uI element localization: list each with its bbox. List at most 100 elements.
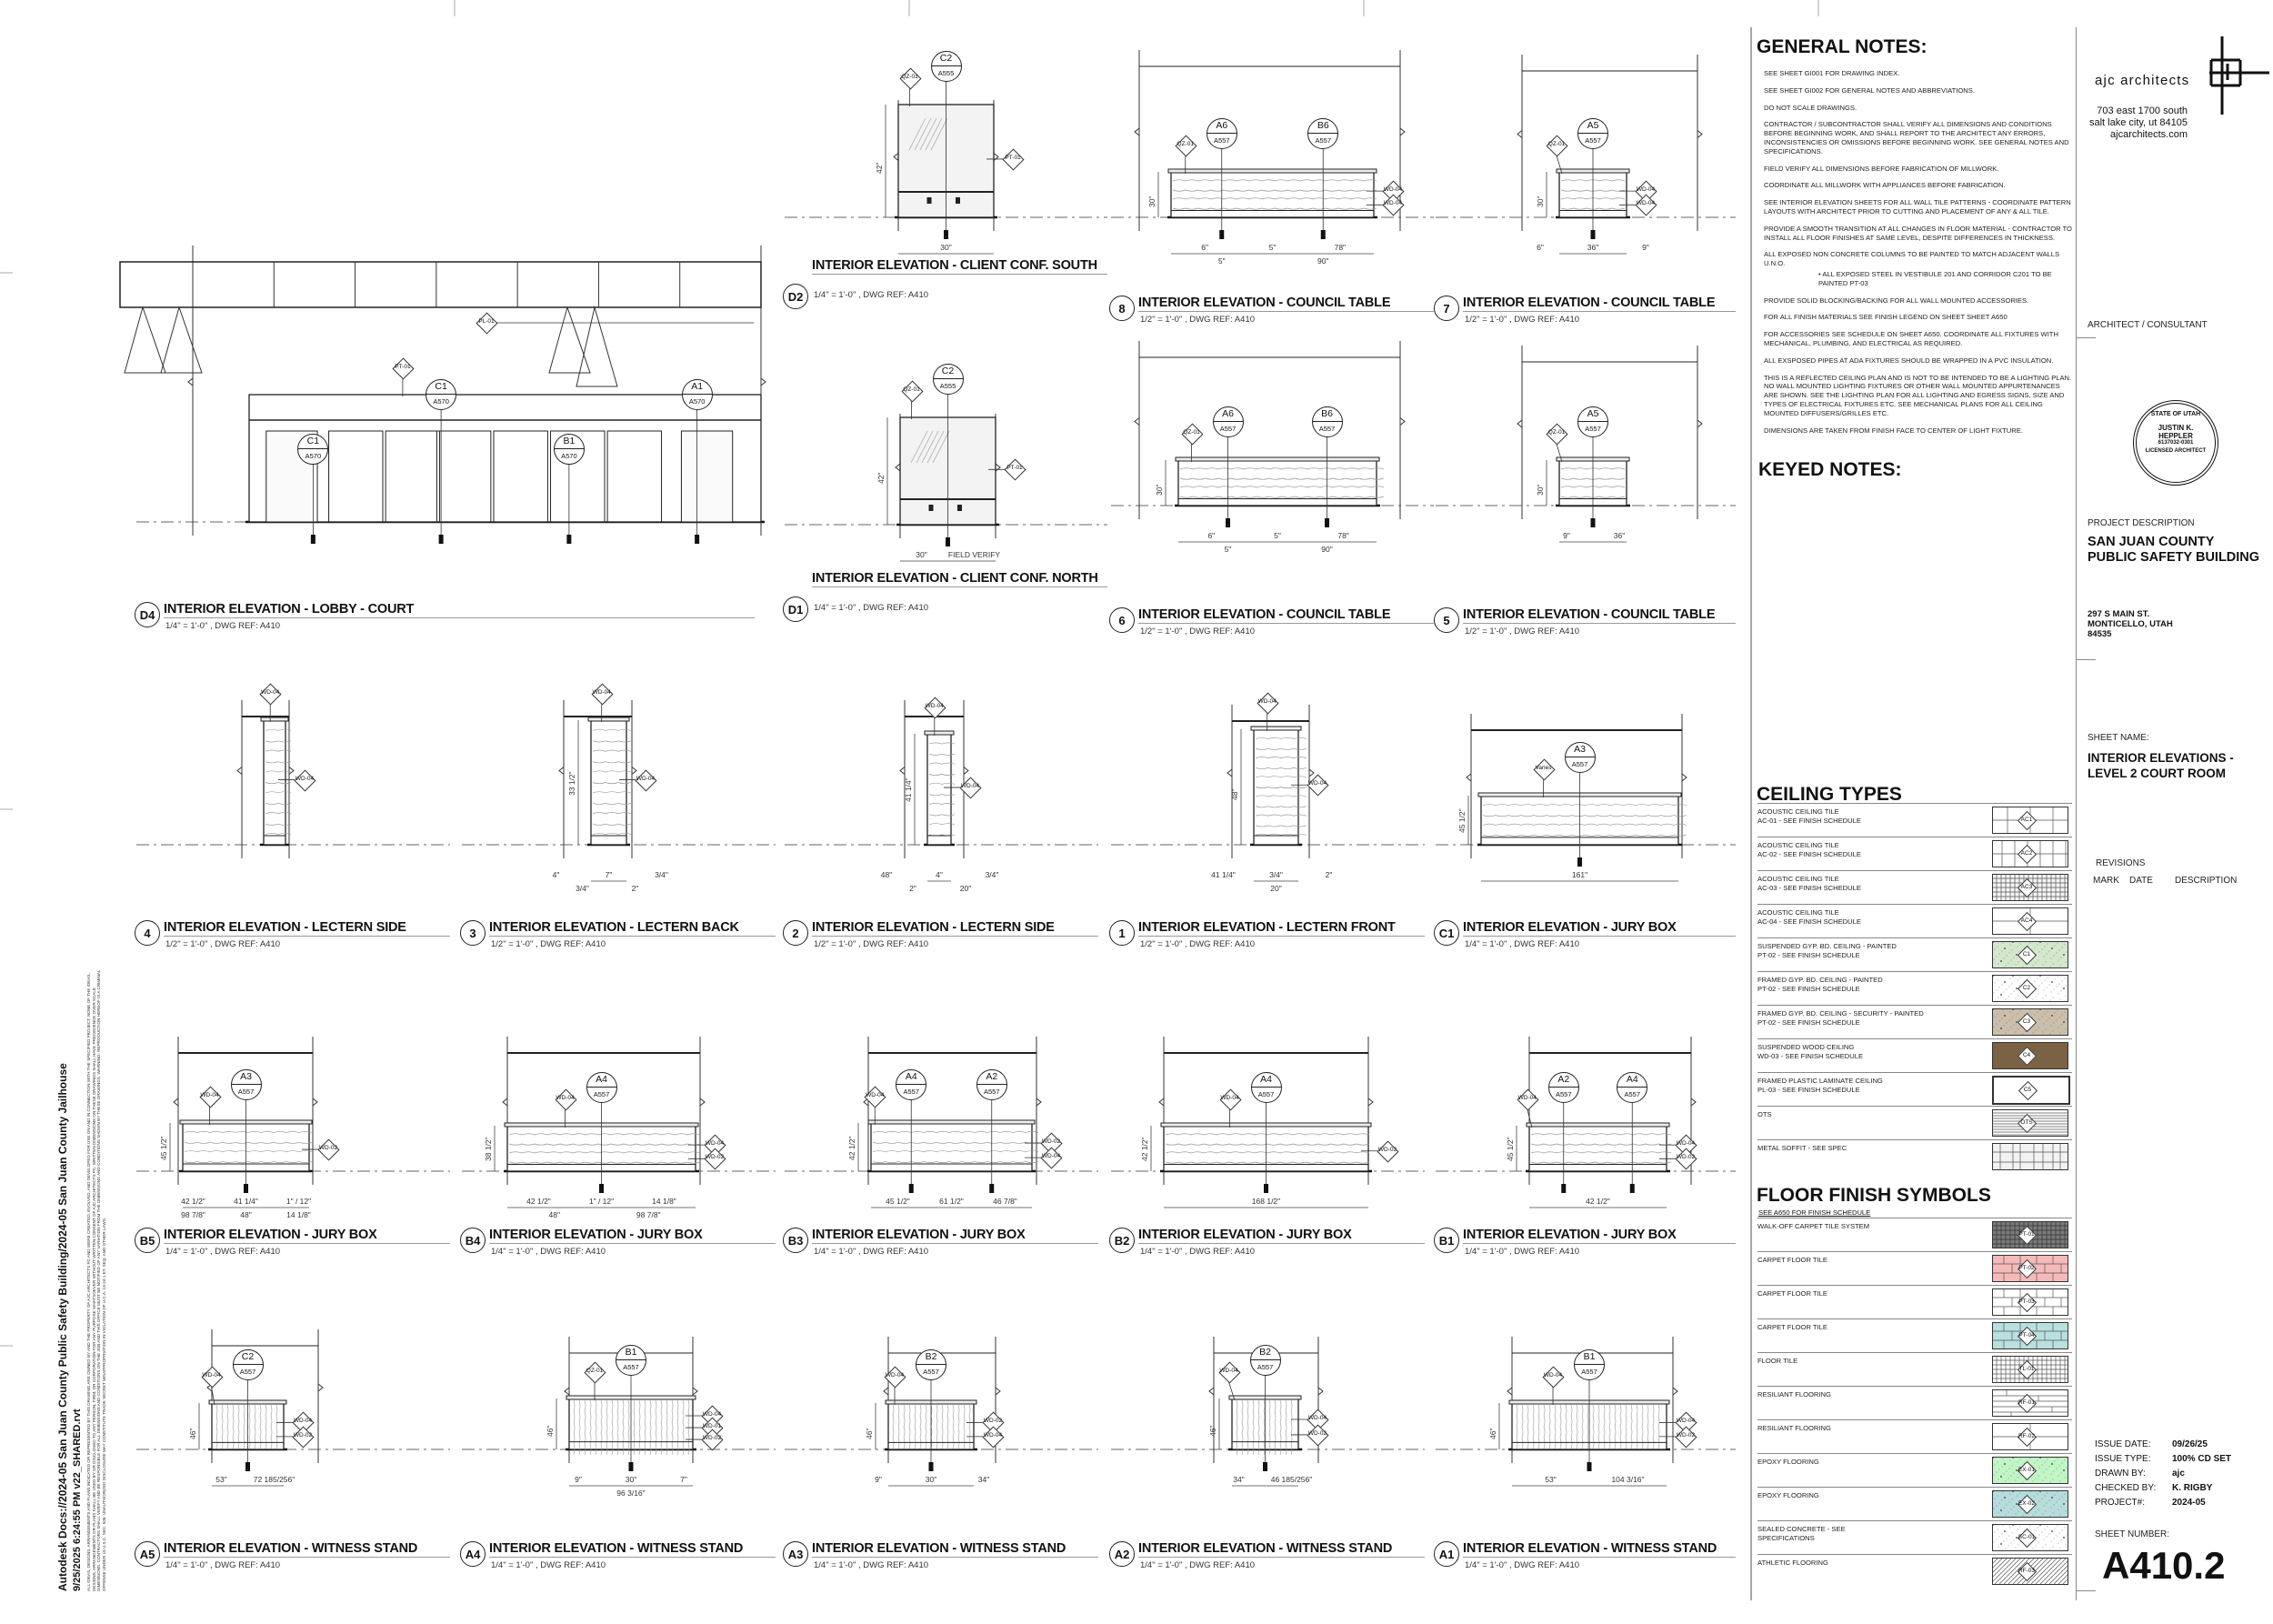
view-scale: 1/2" = 1'-0" , DWG REF: A410 bbox=[165, 939, 281, 949]
material-tag: WD-02 bbox=[1307, 1424, 1329, 1447]
legend-code: C1 bbox=[2022, 951, 2031, 957]
callout-marker bbox=[1226, 518, 1230, 527]
material-tag: WD-04 bbox=[1040, 1147, 1063, 1169]
dimension-label: 72 185/256" bbox=[252, 1475, 296, 1484]
general-note-item: CONTRACTOR / SUBCONTRACTOR SHALL VERIFY … bbox=[1764, 120, 2069, 155]
wood-grain bbox=[265, 782, 292, 785]
callout-sheet-ref: A557 bbox=[1585, 425, 1601, 433]
legend-swatch: C4 bbox=[1992, 1042, 2068, 1069]
wood-grain bbox=[184, 1161, 313, 1163]
countertop bbox=[1250, 726, 1302, 731]
material-code: WD-04 bbox=[866, 1092, 885, 1098]
wood-grain bbox=[1172, 207, 1377, 210]
general-note-item: SEE SHEET GI001 FOR DRAWING INDEX. bbox=[1764, 69, 1900, 77]
legend-swatch: EX-02 bbox=[1992, 1490, 2068, 1518]
callout-sheet-ref: A557 bbox=[237, 1088, 255, 1096]
dimension-label: 6" bbox=[1207, 531, 1217, 540]
wood-grain bbox=[592, 823, 632, 826]
tag-leader bbox=[1228, 1381, 1236, 1401]
callout-sheet-ref: A557 bbox=[1571, 760, 1588, 768]
dimension-label: 9" bbox=[1641, 243, 1650, 252]
countertop bbox=[924, 730, 955, 736]
legend-swatch: PT-04 bbox=[1992, 1322, 2068, 1349]
callout-detail-number: A6 bbox=[1213, 407, 1243, 422]
millwork-body bbox=[263, 719, 286, 846]
tag-leader bbox=[1527, 1108, 1533, 1128]
save-timestamp: 9/25/2025 6:24:55 PM v22_SHARED.rvt bbox=[72, 1408, 83, 1591]
callout-sheet-ref: A557 bbox=[1257, 1090, 1275, 1098]
issue-value: K. RIGBY bbox=[2172, 1483, 2213, 1493]
wood-grain bbox=[508, 1161, 701, 1164]
dimension-label: 46" bbox=[1208, 1425, 1217, 1437]
wood-grain bbox=[941, 1404, 944, 1449]
legend-swatch: C3 bbox=[1992, 1008, 2068, 1036]
general-notes-list: SEE SHEET GI001 FOR DRAWING INDEX.SEE SH… bbox=[1757, 69, 2073, 435]
legend-code-tag: OTS bbox=[2017, 1113, 2038, 1134]
rev-col-date: DATE bbox=[2129, 876, 2153, 886]
wood-grain bbox=[1165, 1133, 1370, 1136]
view-scale: 1/4" = 1'-0" , DWG REF: A410 bbox=[1140, 1247, 1256, 1257]
dimension-label: 78" bbox=[1333, 243, 1347, 252]
issue-label: PROJECT#: bbox=[2095, 1498, 2146, 1508]
dimension-label: 78" bbox=[1337, 531, 1350, 540]
callout-sheet-ref: A557 bbox=[1213, 136, 1230, 145]
break-symbol bbox=[899, 767, 969, 775]
callout-marker bbox=[245, 1462, 250, 1471]
legend-label: EPOXY FLOORING bbox=[1757, 1458, 1819, 1466]
dimension-label: 45 1/2" bbox=[1506, 1137, 1515, 1161]
firm-name: ajc architects bbox=[2095, 73, 2190, 88]
callout-marker bbox=[628, 1462, 634, 1471]
dimension-label: 4" bbox=[551, 870, 561, 879]
material-tag: QZ-01 bbox=[1546, 135, 1568, 157]
legend-label: SEALED CONCRETE - SEE SPECIFICATIONS bbox=[1757, 1525, 1846, 1542]
callout-detail-number: A3 bbox=[1565, 743, 1595, 757]
view-title: INTERIOR ELEVATION - CLIENT CONF. NORTH bbox=[812, 571, 1107, 587]
general-note-item: SEE INTERIOR ELEVATION SHEETS FOR ALL WA… bbox=[1764, 198, 2071, 216]
material-code: WD-04 bbox=[636, 775, 656, 782]
material-tag: WD-04 bbox=[959, 777, 982, 799]
wood-grain bbox=[1255, 767, 1307, 769]
wood-grain bbox=[265, 1404, 267, 1449]
callout-marker bbox=[1561, 1184, 1567, 1193]
door-panel bbox=[606, 430, 663, 523]
wood-grain bbox=[1482, 815, 1687, 817]
callout-detail-number: A4 bbox=[1251, 1073, 1281, 1088]
callout-detail-number: C2 bbox=[933, 365, 963, 379]
break-symbol bbox=[863, 1098, 1042, 1107]
wood-grain bbox=[1603, 1404, 1606, 1449]
material-code: WD-04 bbox=[200, 1092, 219, 1098]
view-scale: 1/4" = 1'-0" , DWG REF: A410 bbox=[491, 1560, 606, 1570]
dimension-label: 104 3/16" bbox=[1610, 1475, 1646, 1484]
material-tag: WD-04 bbox=[1542, 1366, 1565, 1388]
callout-detail-number: A2 bbox=[976, 1070, 1006, 1085]
countertop bbox=[260, 717, 289, 722]
